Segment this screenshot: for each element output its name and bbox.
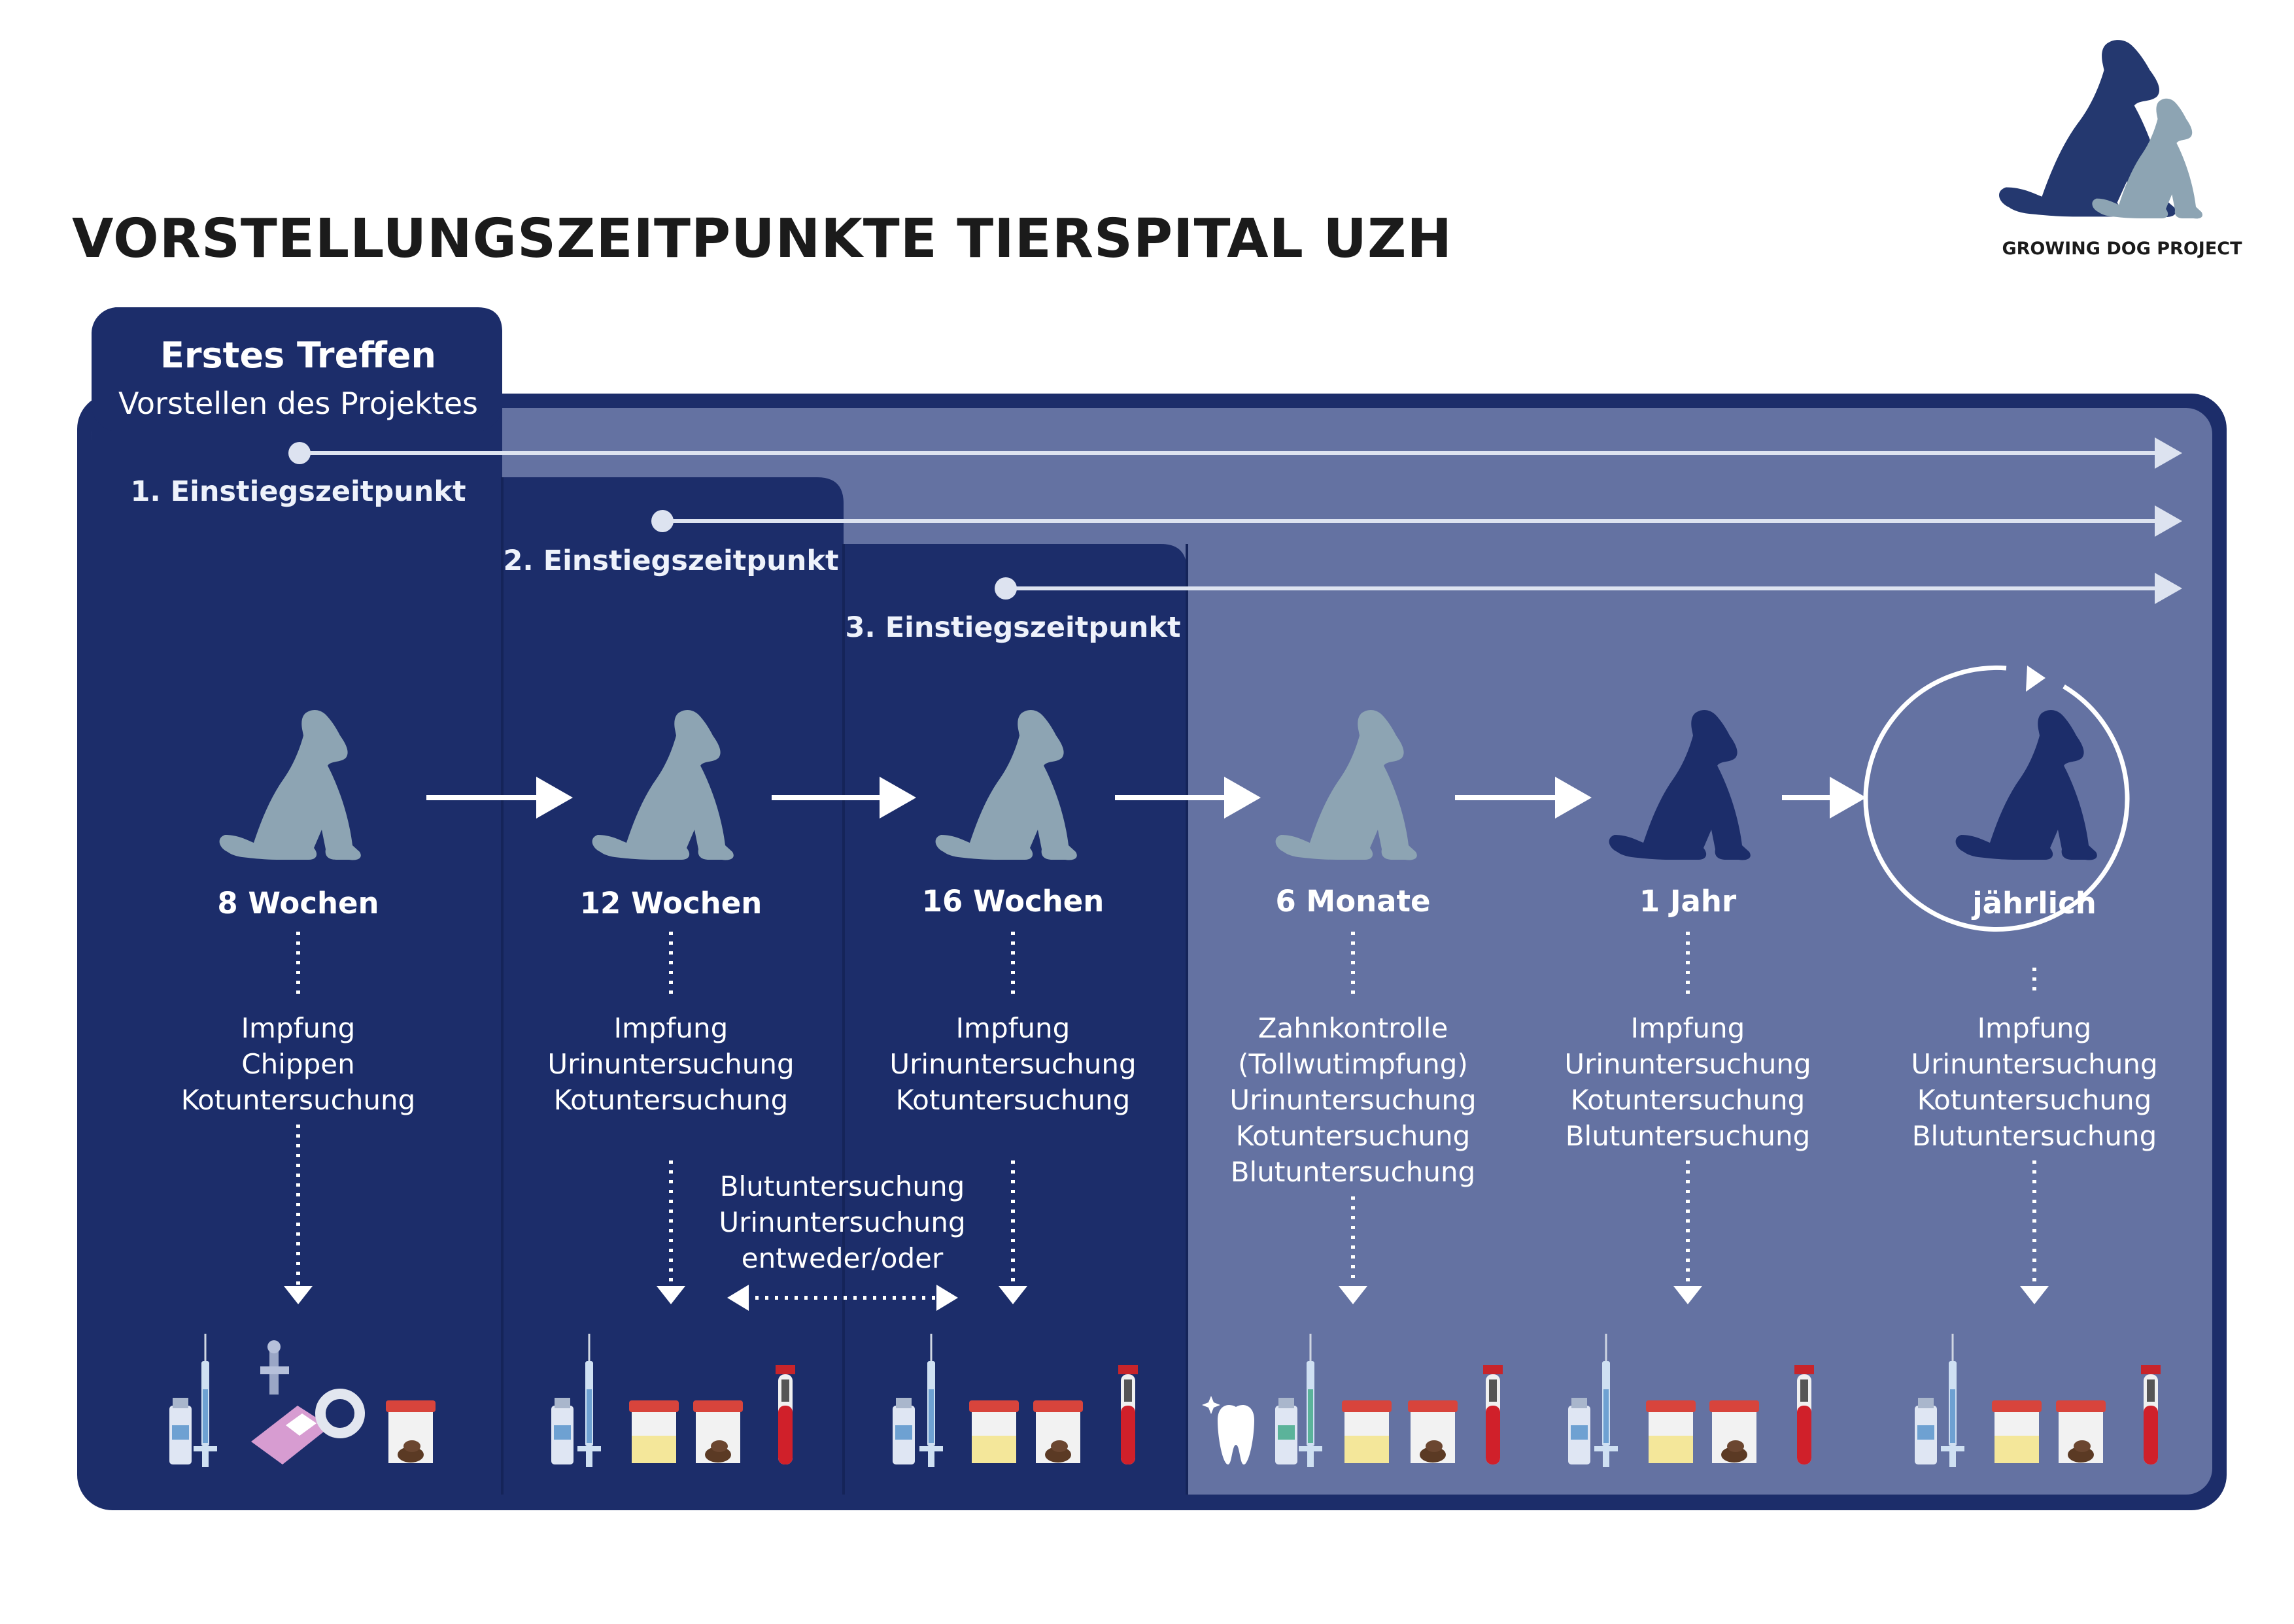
dotted-arrowhead — [657, 1286, 685, 1304]
entry-line-2 — [651, 505, 2182, 537]
list-item: Urinuntersuchung — [1911, 1048, 2158, 1080]
stage-items-8-wochen: Impfung Chippen Kotuntersuchung — [181, 1010, 416, 1118]
repeat-circle-icon — [1863, 665, 2130, 932]
list-item: Kotuntersuchung — [895, 1084, 1131, 1116]
page-title: VORSTELLUNGSZEITPUNKTE TIERSPITAL UZH — [72, 208, 1453, 270]
entry-line-1 — [288, 437, 2182, 469]
entry-point-label-3: 3. Einstiegszeitpunkt — [845, 611, 1181, 644]
stage-label-6-monate: 6 Monate — [1275, 884, 1431, 919]
vaccine-icon — [1275, 1334, 1322, 1467]
panel-second-entry — [502, 477, 844, 1495]
stage-items-16-wochen: Impfung Urinuntersuchung Kotuntersuchung — [889, 1010, 1136, 1118]
vaccine-icon — [1915, 1334, 1964, 1467]
stool-sample-icon — [1408, 1400, 1458, 1463]
blood-tube-icon — [2141, 1365, 2161, 1464]
list-item: Blutuntersuchung — [719, 1170, 965, 1202]
dotted-arrowhead — [284, 1286, 313, 1304]
panel-first-entry — [92, 307, 502, 1495]
list-item: Kotuntersuchung — [553, 1084, 789, 1116]
dotted-arrowhead — [999, 1286, 1027, 1304]
tooth-icon — [1202, 1396, 1254, 1464]
first-meeting-title: Erstes Treffen — [160, 335, 437, 376]
stage-label-1-jahr: 1 Jahr — [1639, 884, 1737, 919]
list-item: Blutuntersuchung — [1565, 1120, 1811, 1152]
list-item: Zahnkontrolle — [1258, 1012, 1448, 1044]
either-or-items: Blutuntersuchung Urinuntersuchung entwed… — [719, 1168, 965, 1276]
list-item: Impfung — [1977, 1012, 2092, 1044]
logo-dogs-icon — [1998, 40, 2202, 219]
vaccine-icon — [893, 1334, 943, 1467]
list-item: Kotuntersuchung — [1235, 1120, 1471, 1152]
dotted-arrowhead — [936, 1285, 958, 1311]
list-item: Urinuntersuchung — [719, 1206, 966, 1238]
stage-label-jaehrlich: jährlich — [1972, 886, 2097, 921]
list-item: Impfung — [613, 1012, 728, 1044]
either-or-note: entweder/oder — [741, 1242, 944, 1274]
stool-sample-icon — [386, 1400, 436, 1463]
dotted-arrowhead — [1673, 1286, 1702, 1304]
stage-items-1-jahr: Impfung Urinuntersuchung Kotuntersuchung… — [1564, 1010, 1811, 1154]
urine-sample-icon — [1342, 1400, 1392, 1463]
entry-point-label-2: 2. Einstiegszeitpunkt — [503, 545, 839, 577]
list-item: Kotuntersuchung — [1570, 1084, 1806, 1116]
stage-items-jaehrlich: Impfung Urinuntersuchung Kotuntersuchung… — [1911, 1010, 2157, 1154]
stool-sample-icon — [2056, 1400, 2106, 1463]
vaccine-icon — [1568, 1334, 1618, 1467]
dotted-arrowhead — [1339, 1286, 1367, 1304]
list-item: Urinuntersuchung — [1229, 1084, 1477, 1116]
entry-line-3 — [995, 573, 2182, 604]
urine-sample-icon — [629, 1400, 679, 1463]
stool-sample-icon — [693, 1400, 743, 1463]
list-item: Chippen — [241, 1048, 355, 1080]
list-item: Kotuntersuchung — [180, 1084, 416, 1116]
microchip-scanner-icon — [251, 1340, 365, 1464]
urine-sample-icon — [1646, 1400, 1696, 1463]
stage-label-16-wochen: 16 Wochen — [921, 884, 1104, 919]
list-item: Urinuntersuchung — [889, 1048, 1137, 1080]
logo-text: GROWING DOG PROJECT — [2002, 239, 2242, 259]
stool-sample-icon — [1709, 1400, 1759, 1463]
list-item: Kotuntersuchung — [1917, 1084, 2152, 1116]
urine-sample-icon — [1992, 1400, 2042, 1463]
vaccine-icon — [551, 1334, 601, 1467]
blood-tube-icon — [776, 1365, 795, 1464]
list-item: Urinuntersuchung — [1564, 1048, 1811, 1080]
stage-items-6-monate: Zahnkontrolle (Tollwutimpfung) Urinunter… — [1229, 1010, 1476, 1190]
vaccine-icon — [169, 1334, 217, 1467]
panel-third-entry — [844, 544, 1187, 1495]
stool-sample-icon — [1033, 1400, 1083, 1463]
dotted-arrowhead — [727, 1285, 749, 1311]
urine-sample-icon — [969, 1400, 1019, 1463]
list-item: Impfung — [1630, 1012, 1745, 1044]
blood-tube-icon — [1483, 1365, 1503, 1464]
list-item: (Tollwutimpfung) — [1238, 1048, 1468, 1080]
first-meeting-subtitle: Vorstellen des Projektes — [118, 386, 478, 421]
list-item: Urinuntersuchung — [547, 1048, 795, 1080]
stage-label-12-wochen: 12 Wochen — [579, 886, 762, 921]
list-item: Blutuntersuchung — [1230, 1156, 1476, 1188]
stage-items-12-wochen: Impfung Urinuntersuchung Kotuntersuchung — [547, 1010, 794, 1118]
list-item: Blutuntersuchung — [1911, 1120, 2157, 1152]
stage-label-8-wochen: 8 Wochen — [217, 886, 379, 921]
list-item: Impfung — [241, 1012, 356, 1044]
entry-point-label-1: 1. Einstiegszeitpunkt — [130, 475, 466, 508]
first-meeting-tab — [92, 307, 502, 431]
blood-tube-icon — [1794, 1365, 1814, 1464]
dotted-arrowhead — [2020, 1286, 2049, 1304]
list-item: Impfung — [955, 1012, 1070, 1044]
blood-tube-icon — [1118, 1365, 1138, 1464]
